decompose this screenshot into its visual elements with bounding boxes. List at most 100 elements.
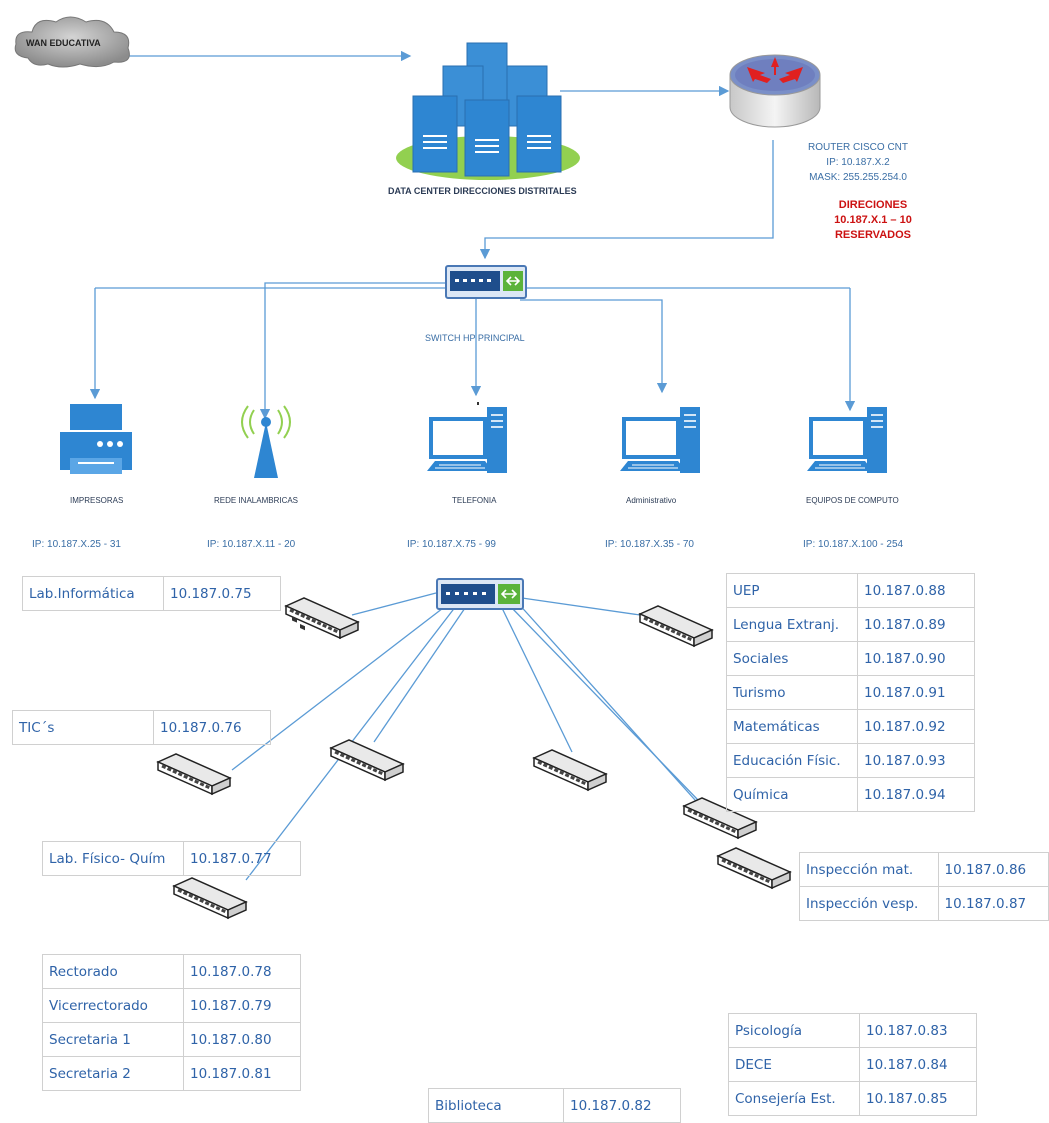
category-name-administrativo: Administrativo xyxy=(626,496,677,505)
ip-cell: 10.187.0.76 xyxy=(153,710,271,745)
table-lab-informatica: Lab.Informática 10.187.0.75 xyxy=(22,576,281,611)
cloud-icon xyxy=(14,16,130,68)
location-cell: Secretaria 1 xyxy=(42,1022,184,1057)
wan-label: WAN EDUCATIVA xyxy=(26,38,101,48)
ip-cell: 10.187.0.92 xyxy=(857,709,975,744)
location-cell: Secretaria 2 xyxy=(42,1056,184,1091)
secondary-switch xyxy=(436,578,524,612)
category-name-inalambricas: REDE INALAMBRICAS xyxy=(214,496,299,505)
location-cell: UEP xyxy=(726,573,858,608)
table-row: Biblioteca 10.187.0.82 xyxy=(428,1088,681,1123)
router-ip: IP: 10.187.X.2 xyxy=(826,157,890,168)
computer-icon xyxy=(620,407,700,473)
router-icon xyxy=(729,54,821,128)
hub-lab-informatica xyxy=(284,597,360,640)
location-cell: Química xyxy=(726,777,858,812)
location-cell: Biblioteca xyxy=(428,1088,564,1123)
link-administrativo xyxy=(520,299,668,394)
link-uep xyxy=(521,597,641,616)
telefonia-device xyxy=(425,405,520,485)
category-ip-impresoras: IP: 10.187.X.25 - 31 xyxy=(32,539,121,550)
location-cell: Matemáticas xyxy=(726,709,858,744)
ip-cell: 10.187.0.93 xyxy=(857,743,975,778)
ip-cell: 10.187.0.85 xyxy=(859,1081,977,1116)
category-ip-telefonia: IP: 10.187.X.75 - 99 xyxy=(407,539,496,550)
ip-cell: 10.187.0.84 xyxy=(859,1047,977,1082)
wan-cloud: WAN EDUCATIVA xyxy=(10,12,135,70)
location-cell: TIC´s xyxy=(12,710,154,745)
router-to-switch-link xyxy=(479,140,774,260)
table-inspeccion: Inspección mat.10.187.0.86 Inspección ve… xyxy=(799,852,1049,921)
reserved-line-2: 10.187.X.1 – 10 xyxy=(834,214,912,226)
wireless-device xyxy=(232,400,302,480)
table-row: TIC´s 10.187.0.76 xyxy=(12,710,271,745)
ip-cell: 10.187.0.87 xyxy=(937,886,1049,921)
switch-label: SWITCH HP PRINCIPAL xyxy=(425,333,525,343)
location-cell: DECE xyxy=(728,1047,860,1082)
printer-icon xyxy=(60,404,132,474)
switch-icon xyxy=(445,265,527,299)
ip-cell: 10.187.0.81 xyxy=(183,1056,301,1091)
category-name-equipos: EQUIPOS DE COMPUTO xyxy=(806,496,899,505)
location-cell: Inspección vesp. xyxy=(799,886,939,921)
table-biblioteca: Biblioteca 10.187.0.82 xyxy=(428,1088,681,1123)
table-row: Educación Físic.10.187.0.93 xyxy=(726,743,975,778)
reserved-addresses: DIRECIONES 10.187.X.1 – 10 RESERVADOS xyxy=(818,198,928,243)
link-rectorado xyxy=(373,607,466,743)
location-cell: Rectorado xyxy=(42,954,184,989)
location-cell: Psicología xyxy=(728,1013,860,1048)
category-ip-inalambricas: IP: 10.187.X.11 - 20 xyxy=(207,539,296,550)
ip-cell: 10.187.0.90 xyxy=(857,641,975,676)
wireless-antenna-icon xyxy=(241,405,291,478)
link-inspeccion xyxy=(516,601,723,831)
ip-cell: 10.187.0.77 xyxy=(183,841,301,876)
location-cell: Vicerrectorado xyxy=(42,988,184,1023)
hub-psicologia xyxy=(682,797,758,840)
category-ip-administrativo: IP: 10.187.X.35 - 70 xyxy=(605,539,694,550)
ip-cell: 10.187.0.91 xyxy=(857,675,975,710)
table-row: Lab. Físico- Quím 10.187.0.77 xyxy=(42,841,301,876)
table-row: Lengua Extranj.10.187.0.89 xyxy=(726,607,975,642)
reserved-line-1: DIRECIONES xyxy=(838,199,908,211)
ip-cell: 10.187.0.79 xyxy=(183,988,301,1023)
location-cell: Lab. Físico- Quím xyxy=(42,841,184,876)
ip-cell: 10.187.0.89 xyxy=(857,607,975,642)
administrativo-device xyxy=(618,405,713,485)
ip-cell: 10.187.0.83 xyxy=(859,1013,977,1048)
ip-cell: 10.187.0.88 xyxy=(857,573,975,608)
location-cell: Lab.Informática xyxy=(22,576,164,611)
computer-icon xyxy=(427,407,507,473)
hub-lab-fisico xyxy=(172,877,248,920)
computer-icon xyxy=(807,407,887,473)
category-ip-equipos: IP: 10.187.X.100 - 254 xyxy=(803,539,904,550)
ip-cell: 10.187.0.82 xyxy=(563,1088,681,1123)
printer-device xyxy=(58,402,138,482)
datacenter-servers xyxy=(395,40,585,180)
ip-cell: 10.187.0.86 xyxy=(937,852,1049,887)
datacenter-label: DATA CENTER DIRECCIONES DISTRITALES xyxy=(388,186,577,196)
location-cell: Educación Físic. xyxy=(726,743,858,778)
table-lab-fisico: Lab. Físico- Quím 10.187.0.77 xyxy=(42,841,301,876)
location-cell: Inspección mat. xyxy=(799,852,939,887)
table-row: Lab.Informática 10.187.0.75 xyxy=(22,576,281,611)
table-row: Inspección mat.10.187.0.86 xyxy=(799,852,1049,887)
hub-tics xyxy=(156,753,232,796)
router-info: ROUTER CISCO CNT IP: 10.187.X.2 MASK: 25… xyxy=(808,140,908,185)
main-switch xyxy=(445,265,527,299)
ip-cell: 10.187.0.80 xyxy=(183,1022,301,1057)
ip-cell: 10.187.0.94 xyxy=(857,777,975,812)
hub-uep xyxy=(638,605,714,648)
reserved-line-3: RESERVADOS xyxy=(834,229,911,241)
category-name-telefonia: TELEFONIA xyxy=(452,496,497,505)
